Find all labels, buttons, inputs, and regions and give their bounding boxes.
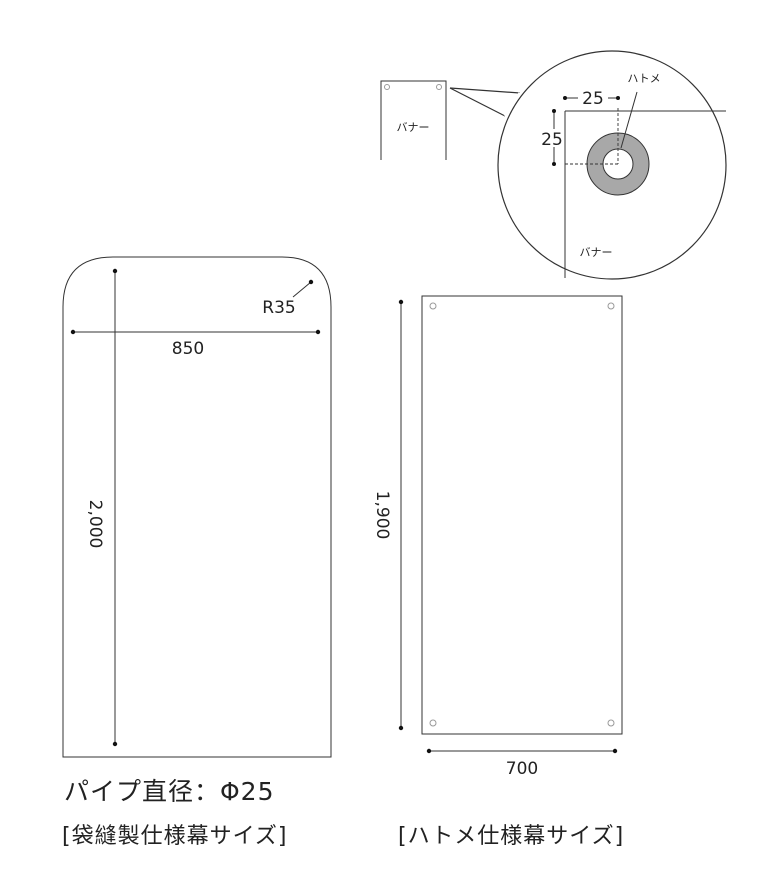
detail-banner-label: バナー xyxy=(580,246,613,259)
grommet-icon xyxy=(384,84,390,90)
grommet-icon xyxy=(607,302,615,310)
grommet-icon xyxy=(436,84,442,90)
left-width-label: 850 xyxy=(172,339,204,359)
offset-vertical-label: 25 xyxy=(541,130,563,150)
pipe-diameter-caption: パイプ直径：Φ25 xyxy=(64,777,275,806)
right-banner-title: [ハトメ仕様幕サイズ] xyxy=(398,824,625,849)
right-banner: 1,900 700 xyxy=(372,295,623,779)
detail-callout: 25 25 ハトメ バナー xyxy=(449,50,727,280)
small-banner-label: バナー xyxy=(397,121,430,134)
grommet-label: ハトメ xyxy=(627,72,660,85)
grommet-icon xyxy=(607,719,615,727)
corner-radius-label: R35 xyxy=(262,298,295,318)
grommet-icon xyxy=(429,302,437,310)
right-width-label: 700 xyxy=(506,759,538,779)
offset-horizontal-label: 25 xyxy=(582,89,604,109)
left-banner-title: [袋縫製仕様幕サイズ] xyxy=(62,824,288,849)
right-height-label: 1,900 xyxy=(372,491,392,540)
left-height-label: 2,000 xyxy=(85,500,105,549)
grommet-icon xyxy=(429,719,437,727)
left-banner: 2,000 850 R35 xyxy=(62,256,332,758)
small-banner-thumbnail: バナー xyxy=(380,80,447,160)
